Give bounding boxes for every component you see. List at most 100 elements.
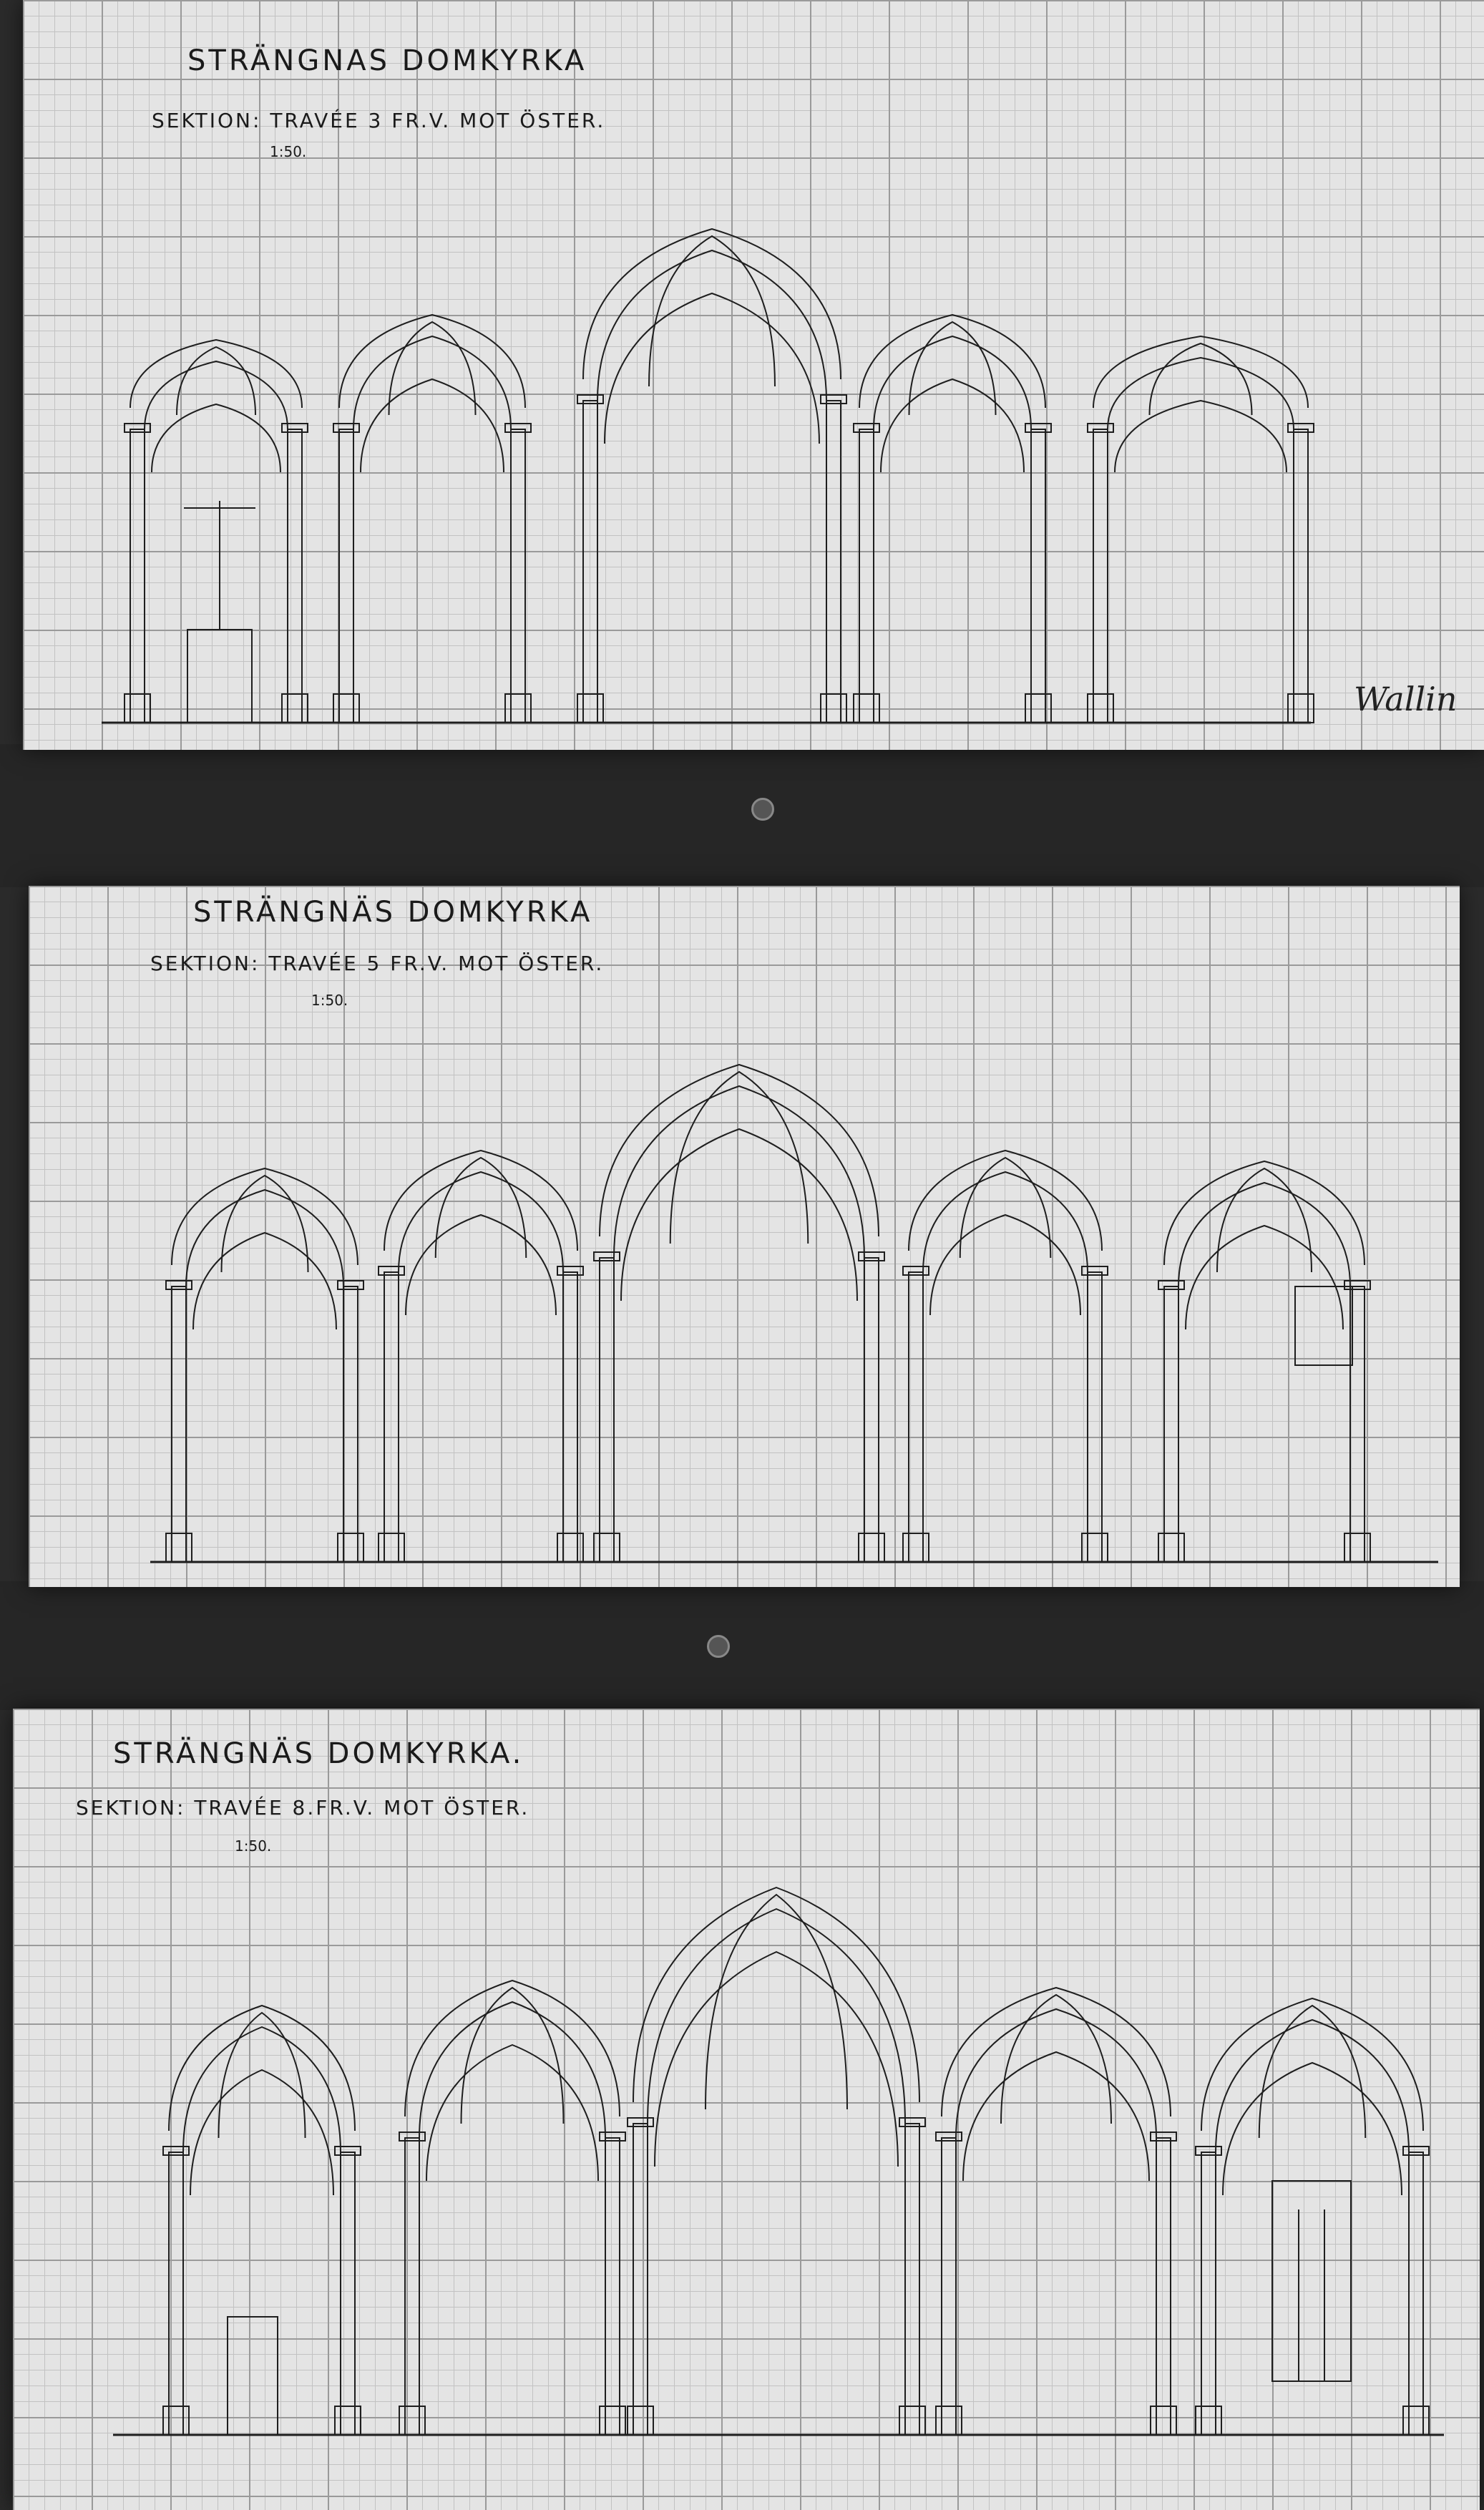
pier-base xyxy=(593,1533,620,1563)
sheet-title: STRÄNGNÄS DOMKYRKA xyxy=(193,896,593,929)
vault-rib xyxy=(955,2008,1157,2139)
pier xyxy=(904,2123,920,2436)
vault-rib xyxy=(1215,2018,1410,2153)
sheet-scale: 1:50. xyxy=(270,143,307,160)
vault-rib xyxy=(1178,1181,1351,1287)
vault-outer-arch xyxy=(384,1149,578,1251)
pier xyxy=(338,429,354,723)
pier-capital xyxy=(1344,1280,1371,1290)
arcade-arch xyxy=(929,1214,1081,1316)
pier-base xyxy=(1344,1533,1371,1563)
vault-diagonal-rib xyxy=(1258,2004,1367,2139)
window-opening xyxy=(1294,1286,1353,1366)
pier-base xyxy=(899,2406,926,2436)
vault-outer-arch xyxy=(941,1986,1171,2117)
pier-base xyxy=(162,2406,190,2436)
pier-base xyxy=(504,693,532,723)
pier-capital xyxy=(162,2146,190,2156)
drawing-sheet-1: STRÄNGNAS DOMKYRKA SEKTION: TRAVÉE 3 FR.… xyxy=(23,0,1484,750)
pier xyxy=(510,429,526,723)
pier-base xyxy=(334,2406,361,2436)
pier xyxy=(826,400,841,723)
pier-capital xyxy=(899,2117,926,2127)
vault-rib xyxy=(613,1085,865,1259)
mounting-pin xyxy=(707,1635,730,1658)
pier-base xyxy=(1025,693,1052,723)
arcade-arch xyxy=(1222,2061,1402,2196)
pier-capital xyxy=(935,2131,962,2142)
pier-capital xyxy=(577,394,604,404)
arcade-arch xyxy=(151,403,281,473)
pier xyxy=(908,1271,924,1563)
pier-base xyxy=(820,693,847,723)
pier-capital xyxy=(1081,1266,1108,1276)
vault-diagonal-rib xyxy=(1148,342,1253,416)
pier-capital xyxy=(1195,2146,1222,2156)
drawing-sheet-2: STRÄNGNÄS DOMKYRKA SEKTION: TRAVÉE 5 FR.… xyxy=(29,886,1460,1587)
sheet-subtitle: SEKTION: TRAVÉE 5 FR.V. MOT ÖSTER. xyxy=(150,952,605,975)
vault-rib xyxy=(353,335,512,430)
sheet-subtitle: SEKTION: TRAVÉE 8.FR.V. MOT ÖSTER. xyxy=(76,1796,530,1820)
vault-diagonal-rib xyxy=(218,2011,306,2139)
vault-diagonal-rib xyxy=(176,346,256,416)
vault-rib xyxy=(185,1188,344,1287)
cathedral-section-drawing xyxy=(113,1886,1444,2436)
arcade-arch xyxy=(880,378,1025,473)
vault-outer-arch xyxy=(404,1979,620,2117)
pier-capital xyxy=(1087,423,1114,433)
pier-capital xyxy=(627,2117,654,2127)
vault-diagonal-rib xyxy=(220,1174,309,1273)
cathedral-section-drawing xyxy=(102,228,1314,724)
arcade-arch xyxy=(426,2043,599,2182)
pier xyxy=(130,429,145,723)
pier-base xyxy=(378,1533,405,1563)
pier xyxy=(1156,2137,1171,2436)
cathedral-section-drawing xyxy=(150,1063,1438,1563)
pier-base xyxy=(1158,1533,1185,1563)
pier xyxy=(404,2137,420,2436)
vault-outer-arch xyxy=(859,313,1046,409)
vault-rib xyxy=(873,335,1032,430)
pier xyxy=(1163,1286,1179,1563)
vault-rib xyxy=(398,1171,564,1273)
vault-diagonal-rib xyxy=(434,1156,527,1259)
pier-base xyxy=(1081,1533,1108,1563)
vault-outer-arch xyxy=(130,338,303,409)
arcade-arch xyxy=(1185,1224,1344,1330)
pier xyxy=(1087,1271,1103,1563)
vault-diagonal-rib xyxy=(648,235,776,387)
architect-signature: Wallin xyxy=(1354,680,1458,718)
vault-rib xyxy=(419,2001,606,2139)
sheet-scale: 1:50. xyxy=(311,992,348,1009)
pier-base xyxy=(902,1533,929,1563)
vault-outer-arch xyxy=(1163,1160,1365,1266)
pier-capital xyxy=(333,423,360,433)
vault-outer-arch xyxy=(1201,1997,1424,2131)
pier-base xyxy=(1402,2406,1430,2436)
pier xyxy=(1293,429,1309,723)
vault-outer-arch xyxy=(582,228,841,380)
pier xyxy=(1408,2152,1424,2436)
doorway xyxy=(227,2316,278,2436)
pier-base xyxy=(627,2406,654,2436)
pier-capital xyxy=(593,1251,620,1261)
vault-rib xyxy=(922,1171,1088,1273)
pier xyxy=(1201,2152,1216,2436)
arcade-arch xyxy=(654,1950,899,2167)
pier xyxy=(1030,429,1046,723)
pier xyxy=(562,1271,578,1563)
pier-capital xyxy=(124,423,151,433)
vault-rib xyxy=(144,360,288,430)
pier xyxy=(633,2123,648,2436)
vault-rib xyxy=(597,249,827,401)
arcade-arch xyxy=(192,1231,337,1330)
pier-capital xyxy=(599,2131,626,2142)
pier-capital xyxy=(557,1266,584,1276)
pier xyxy=(582,400,598,723)
vault-diagonal-rib xyxy=(1216,1167,1312,1273)
pier-base xyxy=(557,1533,584,1563)
pier xyxy=(168,2152,184,2436)
pier xyxy=(859,429,874,723)
pier-base xyxy=(1195,2406,1222,2436)
pier-base xyxy=(165,1533,192,1563)
